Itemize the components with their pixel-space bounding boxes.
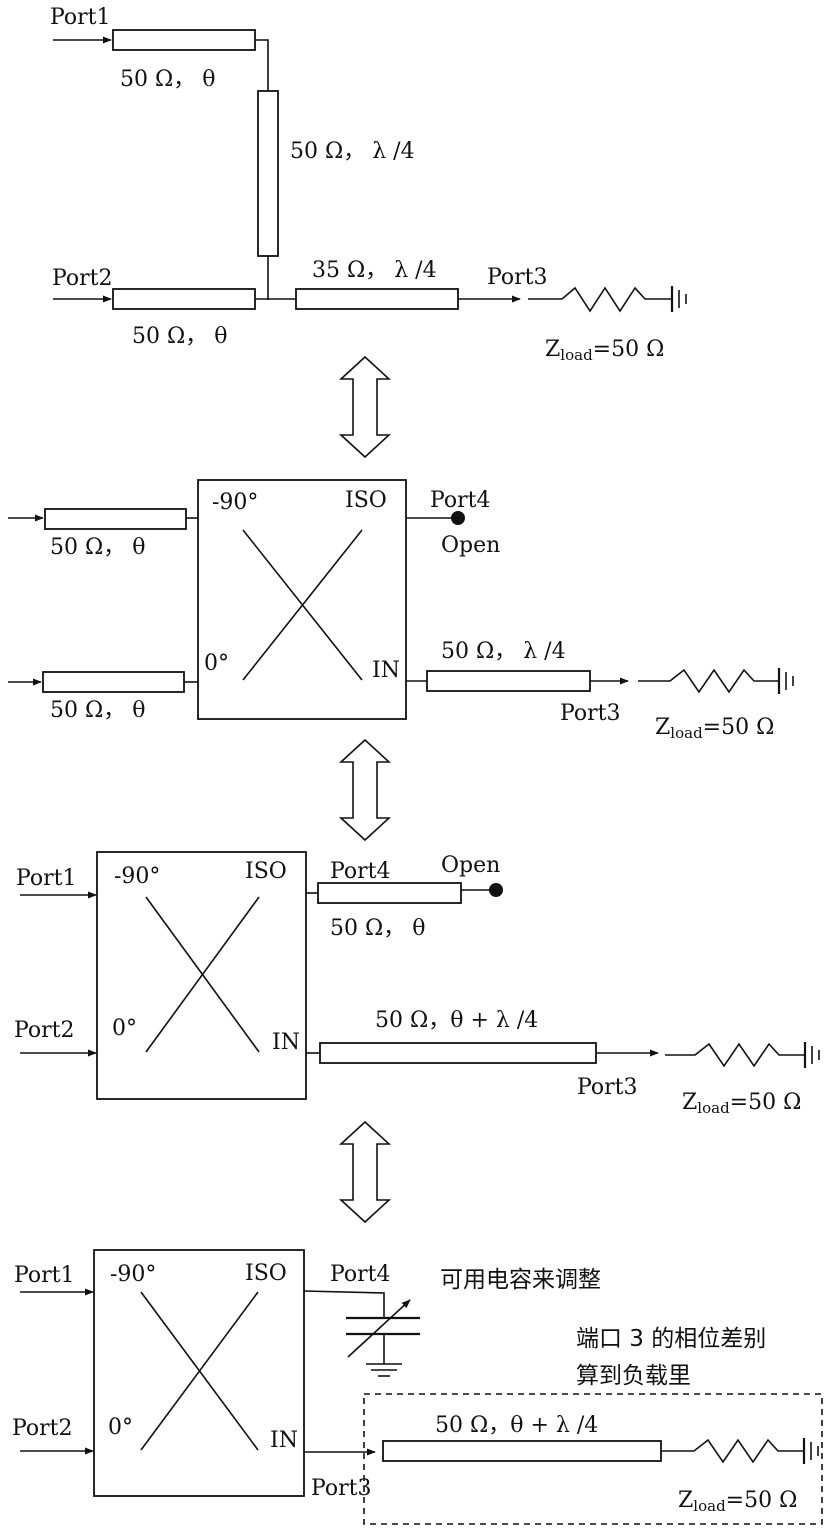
ground-icon: [366, 1363, 402, 1377]
open-label: Open: [441, 853, 500, 878]
ground-icon: [803, 1042, 820, 1068]
port1-label: Port1: [14, 1263, 75, 1288]
port4-wire: [303, 1290, 385, 1318]
load-equivalent-dashed-box: [363, 1393, 823, 1525]
line-top-label: 50 Ω， θ: [50, 535, 145, 560]
line-top-50ohm-theta: [112, 29, 256, 51]
double-arrow-icon: [338, 1120, 392, 1224]
phase-minus90-label: -90°: [114, 864, 160, 889]
port2-label: Port2: [52, 266, 113, 291]
in-label: IN: [270, 1428, 298, 1453]
resistor-icon: [528, 286, 672, 313]
line-bottom-label: 50 Ω， θ: [50, 698, 145, 723]
line-open-label: 50 Ω， θ: [330, 916, 425, 941]
ground-icon: [670, 286, 687, 312]
line-output-50ohm-quarterwave: [426, 670, 591, 692]
coupler-cross-line: [242, 529, 363, 681]
in-label: IN: [272, 1030, 300, 1055]
ground-icon: [802, 1438, 819, 1464]
double-arrow-icon: [338, 738, 392, 842]
resistor-icon: [638, 668, 779, 694]
resistor-icon: [661, 1438, 804, 1464]
port3-label: Port3: [560, 701, 621, 726]
line-top-50ohm-theta: [44, 508, 187, 530]
open-stub-dot-icon: [489, 883, 503, 897]
line-open-50ohm-theta: [317, 882, 462, 904]
line-bottom-label: 50 Ω， θ: [132, 324, 227, 349]
line-output-label: 50 Ω，θ + λ /4: [435, 1413, 598, 1438]
load-label: Zload=50 Ω: [678, 1488, 797, 1515]
coupler-cross-line: [140, 1291, 259, 1451]
port3-label: Port3: [311, 1476, 372, 1501]
phase-0-label: 0°: [108, 1415, 133, 1440]
diagram-2-hybrid-coupler: 50 Ω， θ 50 Ω， θ -90° ISO 0° IN Port4 Ope…: [8, 479, 794, 742]
line-vertical-label: 50 Ω， λ /4: [290, 139, 415, 164]
port4-label: Port4: [430, 488, 491, 513]
port4-label: Port4: [330, 1262, 391, 1287]
phase-0-label: 0°: [204, 651, 229, 676]
open-label: Open: [441, 533, 500, 558]
iso-label: ISO: [345, 488, 387, 513]
port1-label: Port1: [50, 5, 111, 30]
line-output-label: 50 Ω，θ + λ /4: [375, 1008, 538, 1033]
line-output-50ohm-theta-plus-quarterwave: [319, 1042, 597, 1064]
line-output-50ohm-theta-plus-quarterwave: [382, 1440, 662, 1462]
port3-label: Port3: [577, 1075, 638, 1100]
ground-icon: [777, 668, 794, 694]
coupler-cross-line: [145, 896, 260, 1053]
variable-capacitor-icon: [346, 1299, 420, 1358]
diagram-1-power-divider: Port1 50 Ω， θ 50 Ω， λ /4 Port2 50 Ω， θ 3…: [50, 5, 687, 364]
double-arrow-icon: [338, 355, 392, 459]
iso-label: ISO: [245, 1261, 287, 1286]
diagram-4-hybrid-coupler: Port1 Port2 -90° ISO 0° IN Port4 可用电容来调整…: [12, 1249, 823, 1525]
resistor-icon: [665, 1042, 805, 1068]
port4-label: Port4: [330, 859, 391, 884]
line-vertical-50ohm-quarterwave: [257, 90, 279, 257]
in-label: IN: [372, 658, 400, 683]
port3-label: Port3: [487, 265, 548, 290]
quadrature-coupler-box: [197, 479, 407, 720]
load-label: Zload=50 Ω: [545, 337, 664, 364]
phase-minus90-label: -90°: [212, 490, 258, 515]
line-output-35ohm-quarterwave: [295, 288, 459, 310]
line-output-label: 35 Ω， λ /4: [312, 258, 437, 283]
line-top-label: 50 Ω， θ: [120, 67, 215, 92]
line-output-label: 50 Ω， λ /4: [441, 639, 566, 664]
open-stub-dot-icon: [451, 511, 465, 525]
phase-note-line1: 端口 3 的相位差别: [576, 1326, 766, 1352]
load-label: Zload=50 Ω: [682, 1090, 801, 1117]
load-label: Zload=50 Ω: [655, 715, 774, 742]
port2-label: Port2: [12, 1416, 73, 1441]
port2-label: Port2: [14, 1018, 75, 1043]
capacitor-note: 可用电容来调整: [440, 1267, 601, 1293]
line-bottom-50ohm-theta: [112, 288, 256, 310]
phase-note-line2: 算到负载里: [576, 1363, 691, 1389]
iso-label: ISO: [245, 859, 287, 884]
port1-label: Port1: [16, 866, 77, 891]
line-bottom-50ohm-theta: [42, 671, 185, 693]
wire-top-to-vertical: [255, 39, 269, 91]
phase-minus90-label: -90°: [110, 1262, 156, 1287]
diagram-3-hybrid-coupler: Port1 Port2 -90° ISO 0° IN Port4 50 Ω， θ…: [14, 851, 820, 1117]
phase-0-label: 0°: [112, 1016, 137, 1041]
